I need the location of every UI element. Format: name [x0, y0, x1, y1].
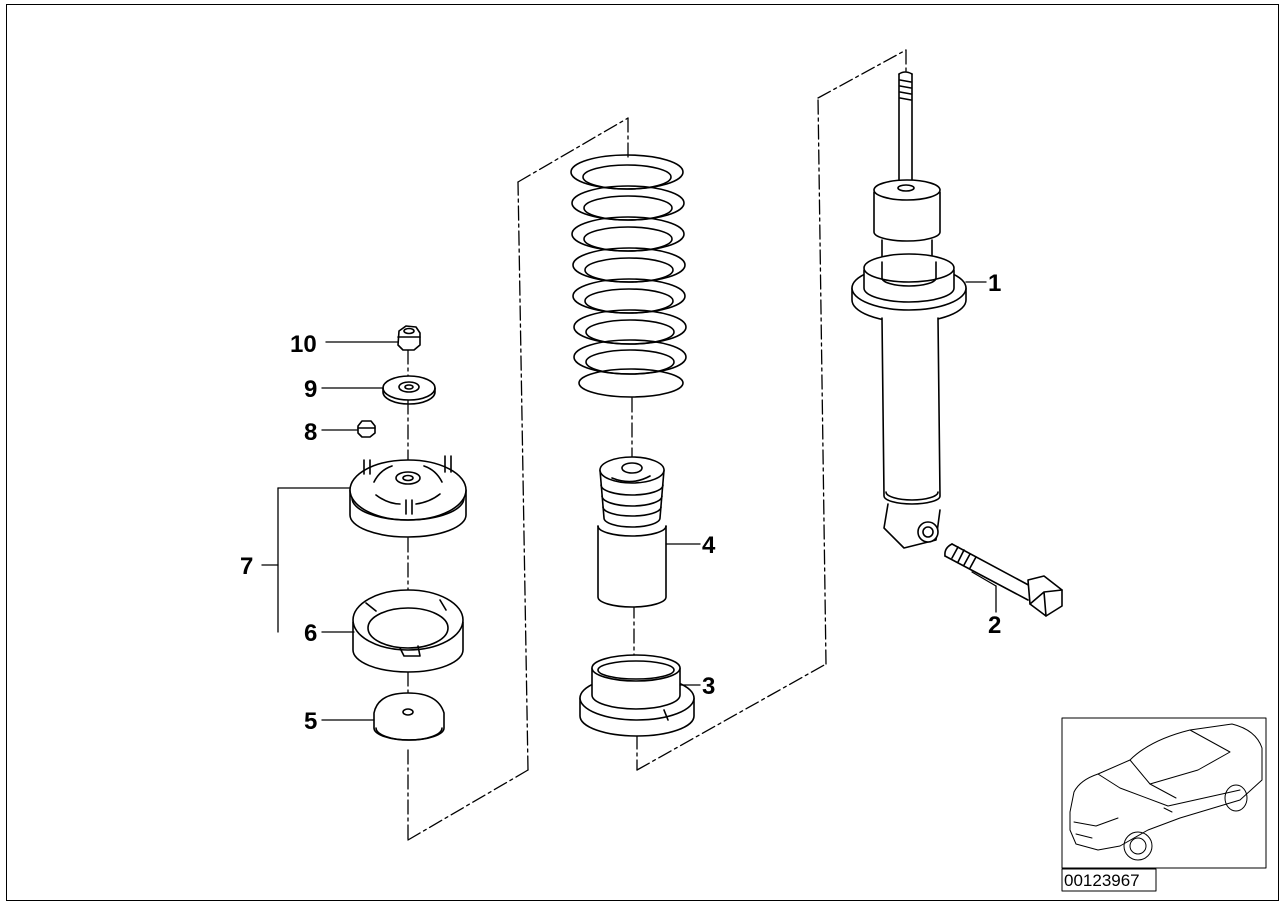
callout-10: 10 — [290, 331, 317, 358]
self-locking-nut-8 — [357, 420, 376, 438]
diagram-border — [6, 4, 1279, 901]
callout-4: 4 — [702, 532, 716, 559]
callout-9: 9 — [304, 376, 317, 403]
shock-absorber-1 — [851, 71, 967, 549]
upper-spring-pad-6 — [352, 589, 464, 673]
collar-nut-10 — [397, 325, 421, 351]
callout-1: 1 — [988, 270, 1001, 297]
car-icon — [1069, 723, 1263, 861]
thumbnail-frame — [1061, 717, 1267, 869]
reference-number-box — [1061, 868, 1157, 892]
washer-9 — [382, 375, 436, 405]
callout-6: 6 — [304, 620, 317, 647]
protective-cap-5 — [373, 692, 445, 741]
coil-spring — [570, 154, 687, 398]
callout-labels: 1 2 3 4 5 6 7 8 9 10 — [240, 270, 1001, 735]
bump-stop-4 — [597, 456, 667, 608]
hex-bolt-2 — [944, 543, 1063, 617]
callout-5: 5 — [304, 708, 317, 735]
callout-2: 2 — [988, 612, 1001, 639]
callout-3: 3 — [702, 673, 715, 700]
callout-7: 7 — [240, 553, 253, 580]
reference-number: 00123967 — [1064, 871, 1140, 890]
callout-leaders — [261, 281, 997, 721]
assembly-dash-lines — [407, 49, 907, 841]
strut-support-mount-7 — [349, 455, 467, 538]
vehicle-thumbnail — [1061, 717, 1267, 892]
lower-spring-pad-3 — [579, 654, 695, 737]
callout-8: 8 — [304, 419, 317, 446]
